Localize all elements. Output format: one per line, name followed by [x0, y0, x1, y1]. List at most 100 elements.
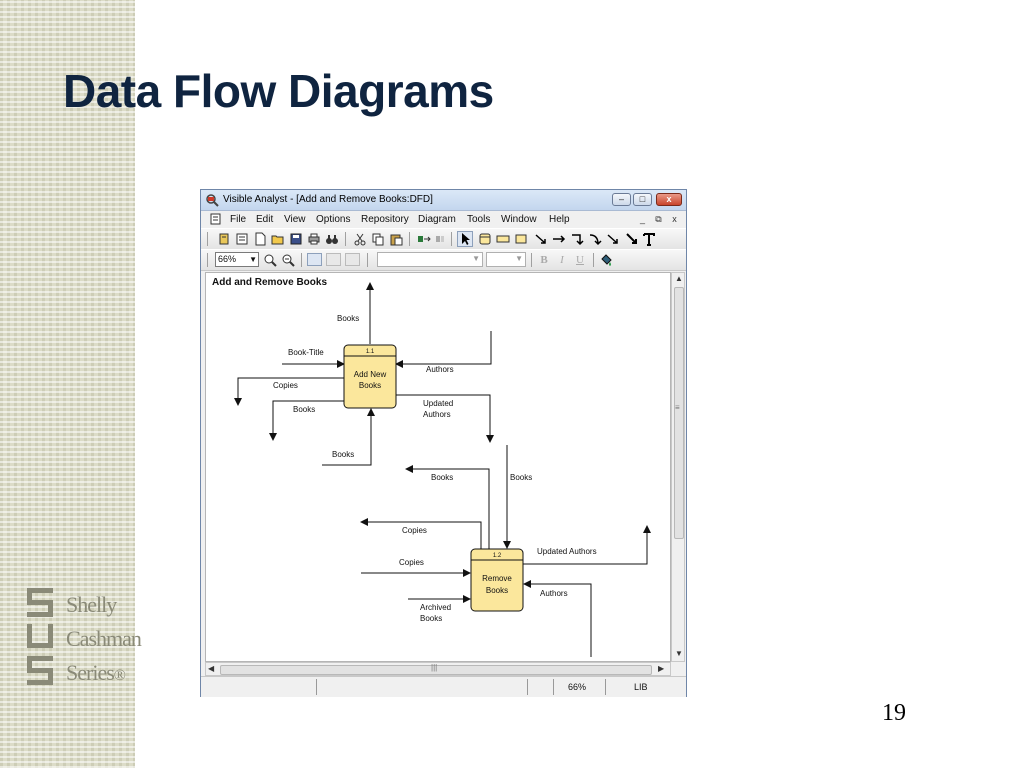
process1-number: 1.1 [366, 349, 375, 355]
vertical-scroll-thumb[interactable] [674, 287, 684, 539]
process-remove-books[interactable]: 1.2 Remove Books [470, 548, 524, 612]
menu-view[interactable]: View [284, 214, 306, 225]
mdi-minimize-button[interactable]: _ [639, 214, 645, 224]
horizontal-scroll-thumb[interactable] [220, 665, 652, 675]
text-tool-icon[interactable] [642, 232, 656, 246]
new-document-icon[interactable] [253, 232, 267, 246]
properties-icon[interactable] [235, 232, 249, 246]
menu-options[interactable]: Options [316, 214, 351, 225]
view-mode-1-button[interactable] [307, 253, 322, 266]
process2-number: 1.2 [493, 553, 502, 559]
zoom-in-icon[interactable] [263, 253, 277, 267]
flow-books-mid-left[interactable] [405, 465, 490, 549]
disconnect-icon[interactable] [433, 232, 447, 246]
font-size-select[interactable]: ▼ [486, 252, 526, 267]
menu-repository[interactable]: Repository [361, 214, 409, 225]
toolbar-separator [367, 253, 368, 267]
menu-file[interactable]: File [230, 214, 247, 225]
bold-icon[interactable]: B [540, 254, 548, 266]
flow-authors-in-2[interactable] [523, 580, 592, 657]
diagonal-flow-2-icon[interactable] [606, 232, 620, 246]
connect-icon[interactable] [417, 232, 431, 246]
logo-text-cashman: Cashman [66, 626, 142, 651]
menu-help[interactable]: Help [549, 214, 570, 225]
menu-tools[interactable]: Tools [467, 214, 491, 225]
open-folder-icon[interactable] [271, 232, 285, 246]
process1-label-line2: Books [359, 381, 381, 390]
toolbar-separator [345, 232, 346, 246]
flow-books-in[interactable] [322, 408, 375, 466]
diagram-canvas[interactable]: Add and Remove Books [205, 272, 671, 662]
external-entity-shape-icon[interactable] [514, 232, 528, 246]
curved-flow-icon[interactable] [588, 232, 602, 246]
flow-copies-out[interactable] [234, 377, 344, 406]
document-menu-icon[interactable] [210, 213, 222, 225]
horizontal-scrollbar[interactable]: ◀ ||| ▶ [205, 662, 671, 676]
find-binoculars-icon[interactable] [325, 232, 339, 246]
status-divider [316, 679, 317, 695]
label-books-mid-right: Books [510, 473, 532, 482]
flow-authors-in[interactable] [395, 331, 492, 368]
font-name-select[interactable]: ▼ [377, 252, 483, 267]
view-mode-3-button[interactable] [345, 253, 360, 266]
cut-icon[interactable] [353, 232, 367, 246]
fill-color-icon[interactable] [599, 253, 613, 267]
label-authors-in-2: Authors [540, 589, 568, 598]
straight-flow-icon[interactable] [552, 232, 566, 246]
label-copies-out-2: Copies [402, 526, 427, 535]
paste-icon[interactable] [389, 232, 403, 246]
scroll-up-arrow-icon[interactable]: ▲ [675, 274, 683, 283]
maximize-button[interactable]: □ [633, 193, 652, 206]
menu-edit[interactable]: Edit [256, 214, 274, 225]
scroll-left-arrow-icon[interactable]: ◀ [208, 664, 215, 673]
elbow-flow-icon[interactable] [570, 232, 584, 246]
zoom-out-icon[interactable] [281, 253, 295, 267]
slide-title: Data Flow Diagrams [63, 65, 494, 117]
window-title-bar[interactable]: Visible Analyst - [Add and Remove Books:… [201, 190, 686, 211]
scroll-down-arrow-icon[interactable]: ▼ [675, 649, 683, 658]
window-title: Visible Analyst - [Add and Remove Books:… [223, 194, 433, 205]
mdi-restore-button[interactable]: ⧉ [655, 214, 662, 224]
process-add-new-books[interactable]: 1.1 Add New Books [343, 344, 397, 409]
close-button[interactable]: x [656, 193, 682, 206]
dfd-diagram: Add and Remove Books [212, 277, 651, 657]
repository-icon[interactable] [217, 232, 231, 246]
toolbar-separator [301, 253, 302, 267]
diagonal-flow-3-icon[interactable] [624, 232, 638, 246]
diagram-title: Add and Remove Books [212, 277, 327, 288]
select-pointer-icon[interactable] [457, 231, 473, 247]
italic-icon[interactable]: I [560, 254, 564, 266]
process2-label-line1: Remove [482, 574, 512, 583]
flow-copies-out-2[interactable] [360, 518, 482, 549]
copy-icon[interactable] [371, 232, 385, 246]
flow-books-out[interactable] [269, 400, 344, 441]
vertical-scrollbar[interactable]: ▲ ≡ ▼ [671, 272, 685, 662]
label-books-out: Books [293, 405, 315, 414]
label-archived-1: Archived [420, 603, 451, 612]
toolbar-separator [593, 253, 594, 267]
menu-diagram[interactable]: Diagram [418, 214, 456, 225]
flow-updated-authors[interactable] [396, 394, 494, 443]
visible-analyst-window: Visible Analyst - [Add and Remove Books:… [200, 189, 687, 697]
menu-bar: File Edit View Options Repository Diagra… [201, 211, 686, 228]
label-updated-authors-1b: Authors [423, 410, 451, 419]
dropdown-arrow-icon: ▼ [249, 255, 257, 264]
diagonal-flow-icon[interactable] [534, 232, 548, 246]
flow-updated-authors-2[interactable] [523, 525, 651, 565]
scroll-right-arrow-icon[interactable]: ▶ [658, 664, 665, 673]
mdi-close-button[interactable]: x [672, 214, 677, 224]
label-archived-2: Books [420, 614, 442, 623]
process-shape-icon[interactable] [478, 232, 492, 246]
menu-window[interactable]: Window [501, 214, 537, 225]
horizontal-grip-icon: ||| [431, 663, 438, 672]
data-store-shape-icon[interactable] [496, 232, 510, 246]
zoom-select[interactable]: 66%▼ [215, 252, 259, 267]
save-icon[interactable] [289, 232, 303, 246]
label-copies-out: Copies [273, 381, 298, 390]
label-book-title: Book-Title [288, 348, 324, 357]
label-books-top: Books [337, 314, 359, 323]
underline-icon[interactable]: U [576, 254, 584, 266]
print-icon[interactable] [307, 232, 321, 246]
minimize-button[interactable]: – [612, 193, 631, 206]
view-mode-2-button[interactable] [326, 253, 341, 266]
